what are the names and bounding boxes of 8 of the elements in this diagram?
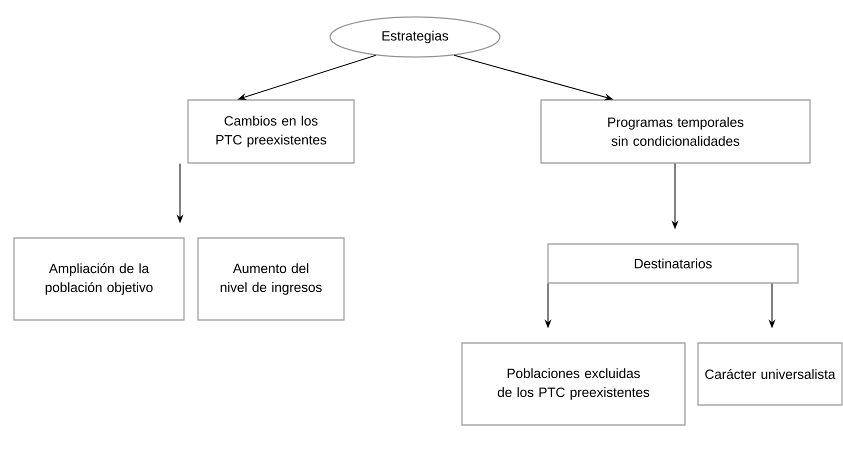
text-box: Cambios en los PTC preexistentes: [187, 99, 355, 164]
text-box: Destinatarios: [547, 243, 799, 284]
text-box: Programas temporales sin condicionalidades: [540, 99, 811, 164]
text-box: Carácter universalista: [697, 342, 843, 406]
text-box: Ampliación de la población objetivo: [13, 237, 185, 321]
text-box: Aumento del nivel de ingresos: [197, 237, 345, 321]
text-box: Poblaciones excluidas de los PTC preexistentes: [461, 342, 686, 426]
ellipse-node: Estrategias: [330, 16, 500, 58]
